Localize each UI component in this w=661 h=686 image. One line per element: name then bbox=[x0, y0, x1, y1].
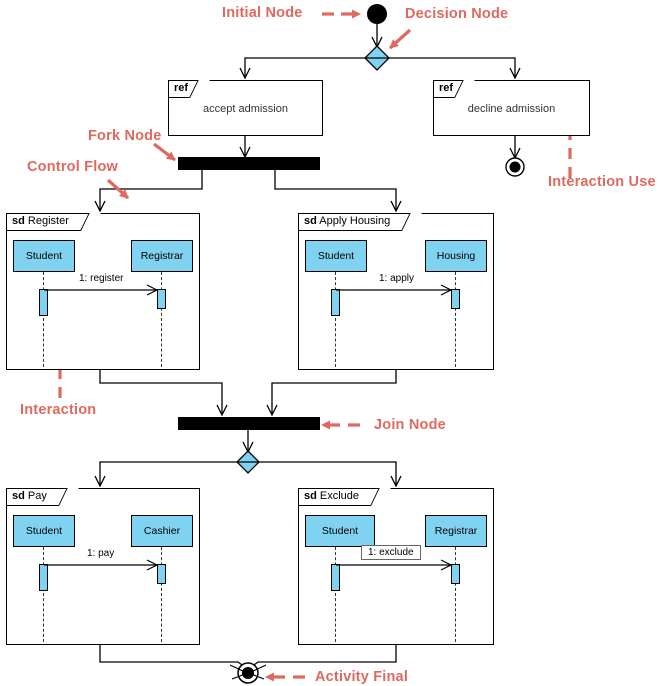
annotation-fork-node: Fork Node bbox=[88, 128, 162, 144]
frame-tab-sd-apply-housing: sd Apply Housing bbox=[299, 214, 414, 231]
lifeline-student bbox=[335, 272, 336, 367]
lifeline-head-student: Student bbox=[13, 515, 75, 547]
final-arrow-left bbox=[229, 664, 246, 680]
flow-decision-to-accept bbox=[245, 57, 377, 77]
lifeline-head-registrar: Registrar bbox=[131, 240, 193, 272]
activation-registrar bbox=[451, 564, 460, 584]
activation-student bbox=[39, 289, 48, 316]
interaction-use-decline-admission[interactable]: ref decline admission bbox=[433, 80, 590, 136]
message-arrow-layer-exclude bbox=[336, 489, 495, 646]
final-node-right-dot bbox=[509, 161, 521, 173]
frame-tab-sd-exclude: sd Exclude bbox=[299, 489, 383, 506]
lifeline-head-registrar: Registrar bbox=[425, 515, 487, 547]
final-arrow-right bbox=[250, 664, 267, 680]
flow-fork-to-housing bbox=[274, 170, 396, 210]
lifeline-cashier bbox=[161, 547, 162, 642]
flow-decision-to-exclude bbox=[248, 461, 396, 485]
initial-node bbox=[367, 4, 387, 24]
flow-housing-to-join bbox=[272, 370, 397, 414]
annotation-control-flow: Control Flow bbox=[27, 159, 118, 175]
join-node bbox=[178, 417, 320, 430]
frame-tab-sd-pay: sd Pay bbox=[7, 489, 70, 506]
lifeline-housing bbox=[455, 272, 456, 367]
interaction-apply-housing[interactable]: sd Apply Housing Student Housing 1: appl… bbox=[298, 213, 494, 370]
message-label-exclude: 1: exclude bbox=[361, 545, 421, 560]
frame-tab-ref-accept: ref bbox=[169, 81, 202, 98]
activation-housing bbox=[451, 289, 460, 309]
flow-register-to-join bbox=[99, 370, 222, 414]
message-arrow-layer-register bbox=[44, 214, 201, 371]
lifeline-head-student: Student bbox=[305, 240, 367, 272]
activation-cashier bbox=[157, 564, 166, 584]
fork-node bbox=[178, 157, 320, 170]
lifeline-student bbox=[43, 547, 44, 642]
ref-name-decline: decline admission bbox=[467, 103, 556, 115]
interaction-exclude[interactable]: sd Exclude Student Registrar 1: exclude bbox=[298, 488, 494, 645]
activation-student bbox=[331, 289, 340, 316]
message-label-pay: 1: pay bbox=[87, 548, 115, 559]
flow-decision-to-decline bbox=[377, 57, 515, 77]
pointer-decision-node bbox=[388, 28, 412, 50]
frame-tab-ref-decline: ref bbox=[434, 81, 467, 98]
annotation-activity-final: Activity Final bbox=[315, 669, 409, 685]
activation-student bbox=[39, 564, 48, 591]
annotation-interaction: Interaction bbox=[20, 402, 97, 418]
annotation-join-node: Join Node bbox=[374, 417, 446, 433]
interaction-pay[interactable]: sd Pay Student Cashier 1: pay bbox=[6, 488, 200, 645]
ref-name-accept: accept admission bbox=[203, 103, 288, 115]
message-arrow-layer-housing bbox=[336, 214, 495, 371]
annotation-decision-node: Decision Node bbox=[405, 6, 509, 22]
activation-registrar bbox=[157, 289, 166, 309]
frame-tab-sd-register: sd Register bbox=[7, 214, 92, 231]
lifeline-head-housing: Housing bbox=[425, 240, 487, 272]
annotation-initial-node: Initial Node bbox=[222, 5, 303, 21]
lifeline-head-student: Student bbox=[13, 240, 75, 272]
lifeline-student bbox=[335, 547, 336, 642]
annotation-interaction-use: Interaction Use bbox=[548, 174, 656, 190]
lifeline-head-student: Student bbox=[305, 515, 375, 547]
interaction-use-accept-admission[interactable]: ref accept admission bbox=[168, 80, 323, 136]
message-label-register: 1: register bbox=[79, 273, 124, 284]
message-arrow-layer-pay bbox=[44, 489, 201, 646]
lifeline-student bbox=[43, 272, 44, 367]
lifeline-registrar bbox=[455, 547, 456, 642]
interaction-register[interactable]: sd Register Student Registrar 1: registe… bbox=[6, 213, 200, 370]
message-label-housing: 1: apply bbox=[379, 273, 415, 284]
lifeline-head-cashier: Cashier bbox=[131, 515, 193, 547]
lifeline-registrar bbox=[161, 272, 162, 367]
flow-fork-to-register bbox=[100, 170, 203, 210]
activation-student bbox=[331, 564, 340, 591]
pointer-control-flow bbox=[106, 178, 130, 200]
flow-decision-to-pay bbox=[100, 461, 248, 485]
pointer-fork-node bbox=[153, 142, 176, 162]
activity-final-dot bbox=[242, 667, 254, 679]
